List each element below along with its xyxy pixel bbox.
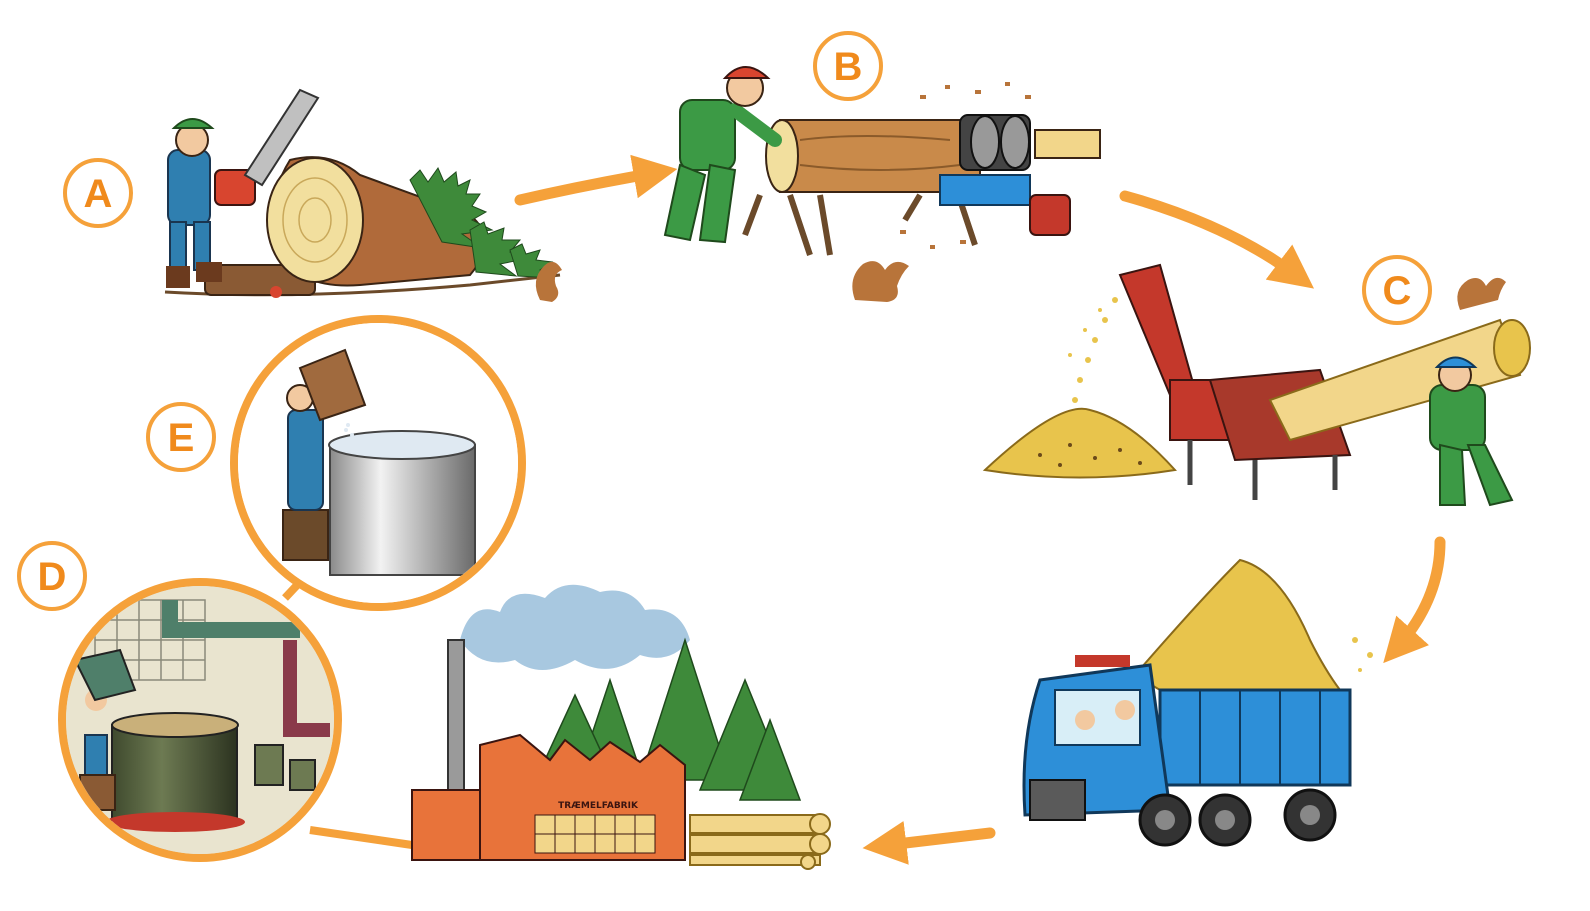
scene-factory: TRÆMELFABRIK (411, 584, 831, 870)
scene-transport (1022, 558, 1373, 847)
log-icon (1268, 318, 1522, 442)
tank-icon (329, 444, 476, 576)
chimney-icon (447, 639, 465, 791)
scene-debarking (663, 66, 1101, 302)
worker-icon (663, 66, 782, 244)
arrow-icon (1119, 190, 1315, 289)
arrow-icon (862, 821, 996, 865)
scene-felling (164, 88, 562, 302)
svg-text:B: B (834, 45, 863, 89)
step-label-b: B (813, 31, 883, 101)
factory-icon: TRÆMELFABRIK (411, 733, 686, 861)
scene-cooking (58, 578, 342, 862)
step-label-a: A (63, 158, 133, 228)
woodchip-pile (982, 407, 1177, 479)
woodchip-pile (1133, 558, 1342, 691)
tree-icon (543, 637, 802, 801)
log-icon (689, 813, 831, 870)
smoke-icon (460, 584, 690, 670)
svg-text:C: C (1383, 269, 1412, 313)
arrow-icon (514, 154, 678, 206)
worker-icon (1429, 356, 1514, 507)
tree-icon (409, 166, 555, 279)
worker-icon (166, 118, 222, 288)
step-label-e: E (146, 402, 216, 472)
arrow-icon (1383, 536, 1446, 664)
scene-additives (230, 315, 526, 611)
svg-text:A: A (84, 172, 113, 216)
squirrel-icon (535, 261, 562, 302)
scene-chipping (982, 263, 1531, 507)
chainsaw-icon (214, 88, 320, 206)
truck-icon (1022, 655, 1352, 847)
step-label-c: C (1362, 255, 1432, 325)
svg-text:E: E (168, 416, 195, 460)
cycle-arrows (282, 154, 1446, 865)
squirrel-icon (852, 261, 909, 302)
squirrel-icon (1457, 277, 1506, 310)
factory-sign: TRÆMELFABRIK (558, 801, 639, 811)
cooking-pot-icon (111, 724, 238, 821)
step-label-d: D (17, 541, 87, 611)
connector-line (309, 826, 413, 849)
svg-text:D: D (38, 555, 67, 599)
